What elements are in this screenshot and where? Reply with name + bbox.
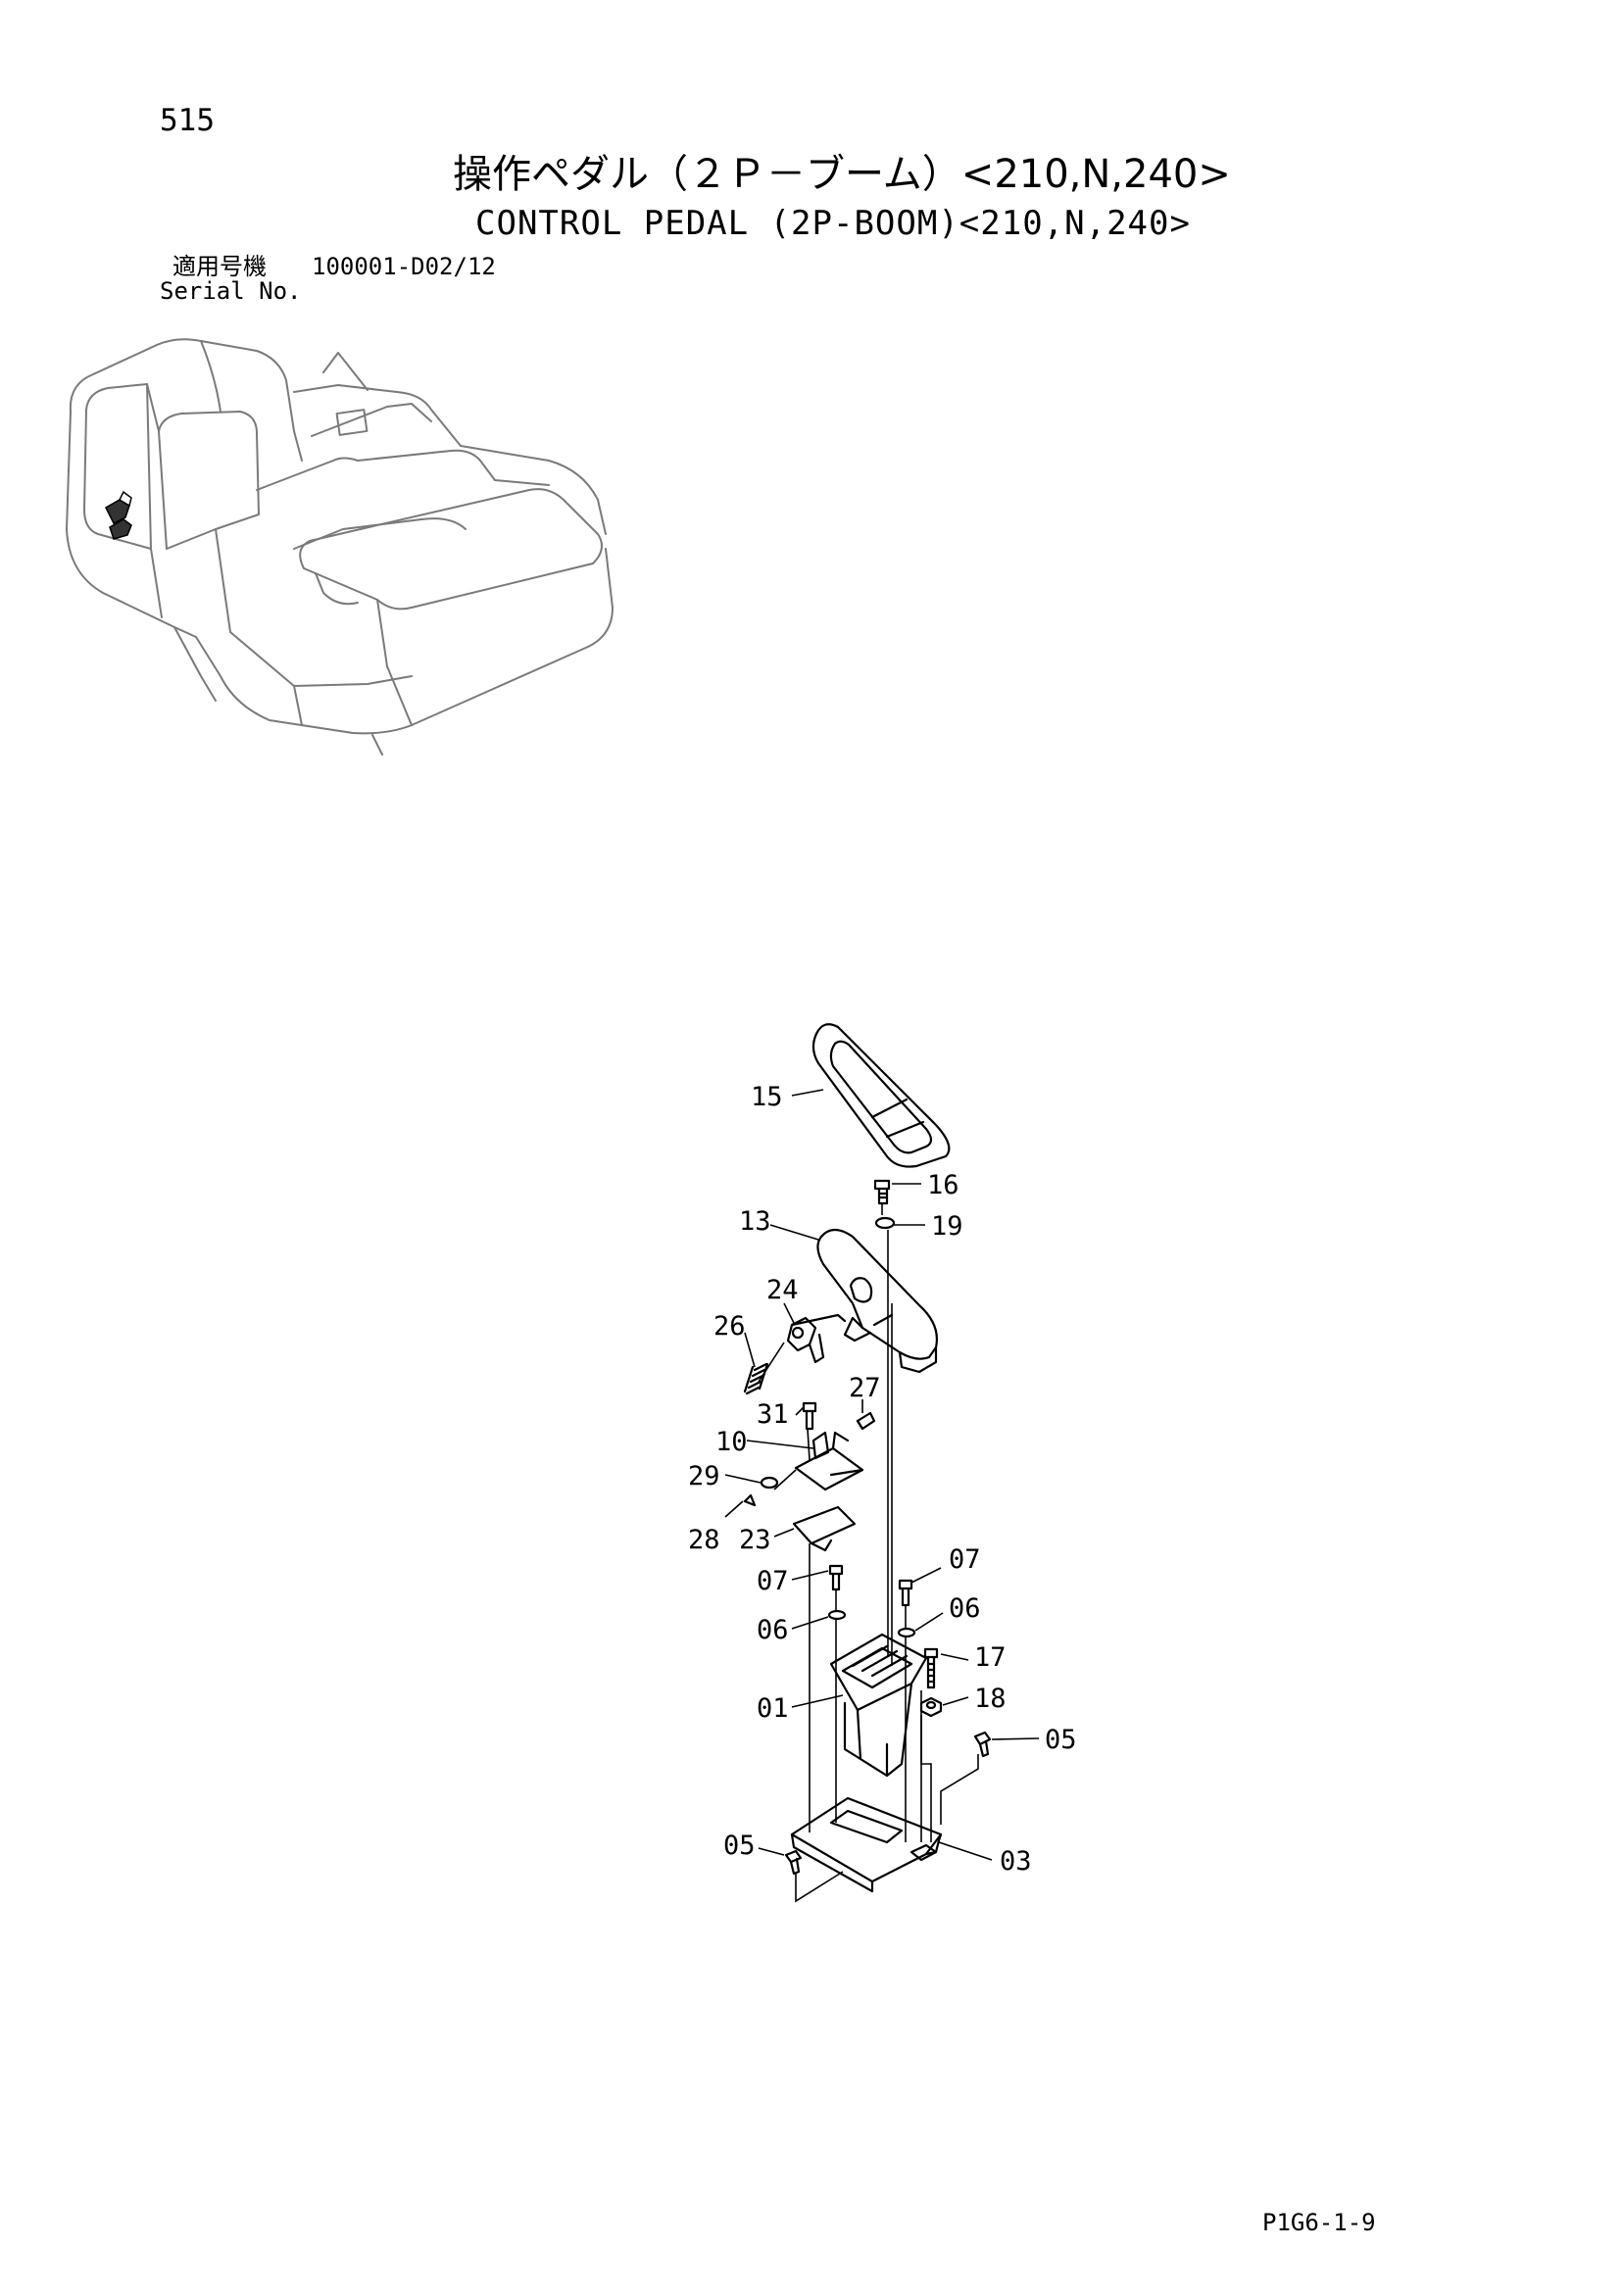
bolt-16-part — [873, 1179, 891, 1205]
callout-06-right: 06 — [949, 1593, 981, 1624]
callout-24: 24 — [766, 1275, 799, 1305]
callout-27: 27 — [849, 1373, 881, 1403]
callout-13: 13 — [739, 1206, 771, 1237]
callout-01: 01 — [757, 1693, 789, 1724]
bolt-05-right-part — [973, 1731, 992, 1758]
bracket-24-part — [786, 1313, 847, 1364]
page-number: 515 — [160, 103, 215, 138]
pedal-plate-part — [816, 1228, 938, 1374]
spring-26-part — [743, 1362, 769, 1395]
callout-05-right: 05 — [1045, 1725, 1077, 1755]
callout-03: 03 — [1000, 1846, 1032, 1877]
washer-29-part — [760, 1476, 779, 1490]
callout-26: 26 — [713, 1311, 746, 1342]
washer-06-left-part — [827, 1609, 847, 1621]
nut-18-part — [919, 1696, 943, 1718]
callout-15: 15 — [751, 1082, 783, 1112]
page-title-english: CONTROL PEDAL (2P-BOOM)<210,N,240> — [475, 204, 1191, 243]
callout-19: 19 — [931, 1211, 963, 1242]
screw-07-right-part — [898, 1579, 913, 1607]
pin-27-part — [856, 1411, 876, 1431]
bolt-05-left-part — [784, 1849, 803, 1876]
serial-label-english: Serial No. — [160, 277, 302, 305]
callout-05-left: 05 — [723, 1831, 756, 1861]
washer-06-right-part — [897, 1627, 916, 1638]
callout-06-left: 06 — [757, 1615, 789, 1645]
bolt-17-part — [923, 1647, 939, 1689]
callout-10: 10 — [715, 1427, 748, 1457]
serial-number-value: 100001-D02/12 — [312, 253, 496, 280]
callout-18: 18 — [974, 1684, 1007, 1714]
callout-28: 28 — [688, 1525, 720, 1555]
callout-23: 23 — [739, 1525, 771, 1555]
base-plate-03-part — [790, 1796, 943, 1893]
page-title-japanese: 操作ペダル（２Ｐ－ブーム）<210,N,240> — [453, 152, 1231, 197]
plate-23-part — [792, 1505, 857, 1552]
callout-29: 29 — [688, 1461, 720, 1491]
rubber-pad-part — [811, 1023, 951, 1168]
callout-17: 17 — [974, 1642, 1007, 1673]
bracket-10-part — [794, 1431, 864, 1491]
callout-07-right: 07 — [949, 1544, 981, 1575]
page-code: P1G6-1-9 — [1262, 2209, 1376, 2236]
callout-07-left: 07 — [757, 1566, 789, 1596]
screw-07-left-part — [828, 1564, 844, 1591]
washer-19-part — [874, 1216, 896, 1230]
callout-16: 16 — [927, 1170, 959, 1200]
serial-label-japanese: 適用号機 — [172, 253, 267, 280]
snap-ring-28-part — [743, 1493, 757, 1507]
screw-31-part — [802, 1401, 817, 1431]
callout-31: 31 — [757, 1399, 789, 1430]
pedal-valve-body-part — [829, 1633, 928, 1778]
